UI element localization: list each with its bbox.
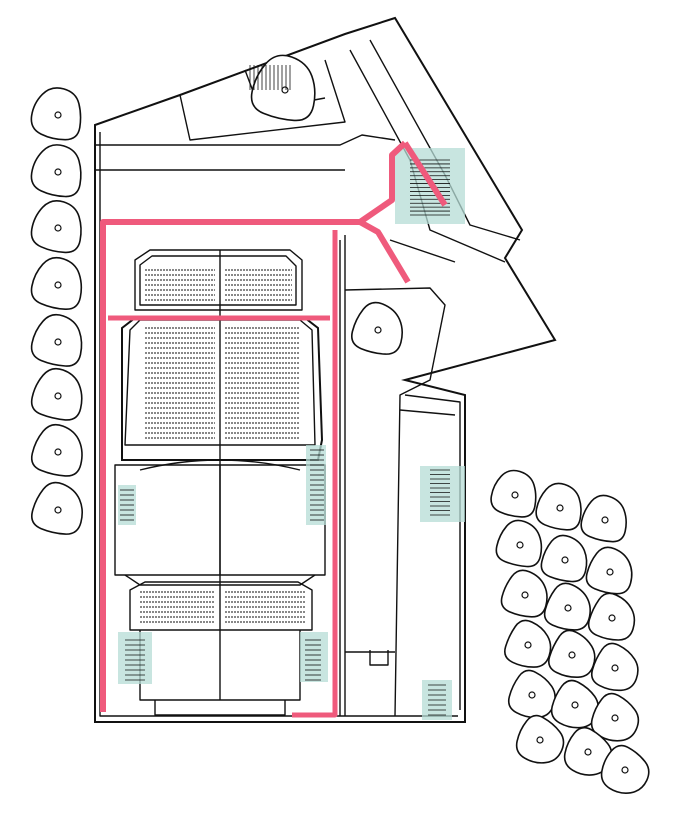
tree (600, 744, 650, 794)
tree (351, 301, 404, 355)
tree (30, 367, 83, 421)
tree (30, 87, 82, 141)
stair-highlight-east (420, 466, 465, 522)
tree (30, 313, 83, 367)
tree-column-left (30, 87, 84, 535)
building-outline (94, 16, 557, 723)
egress-routes (100, 140, 448, 718)
stair-highlight-right-low (300, 632, 328, 682)
tree (500, 569, 548, 618)
tree (587, 592, 636, 641)
tree (30, 256, 83, 311)
tree (30, 144, 82, 198)
tree (515, 714, 565, 764)
tree (31, 481, 84, 535)
route-main (100, 140, 408, 712)
tree-cluster-right (490, 469, 650, 794)
tree (550, 679, 600, 729)
tree (535, 482, 582, 531)
seating-rows (140, 269, 305, 623)
tree (563, 726, 613, 776)
stair-highlights (118, 148, 465, 720)
route-diagonal (358, 219, 411, 284)
tree (490, 469, 537, 518)
tree (580, 494, 627, 543)
tree (30, 423, 83, 477)
tree (30, 200, 82, 254)
tree (540, 534, 588, 583)
tree (590, 642, 639, 692)
tree (543, 582, 592, 631)
courtyard-trees (250, 54, 404, 355)
route-top-stub (402, 141, 448, 207)
tree (507, 669, 556, 719)
tree (495, 519, 543, 568)
tree (504, 619, 552, 668)
tree (548, 629, 596, 679)
tree (585, 546, 633, 595)
route-right-vertical (292, 230, 338, 718)
tree (590, 692, 640, 742)
